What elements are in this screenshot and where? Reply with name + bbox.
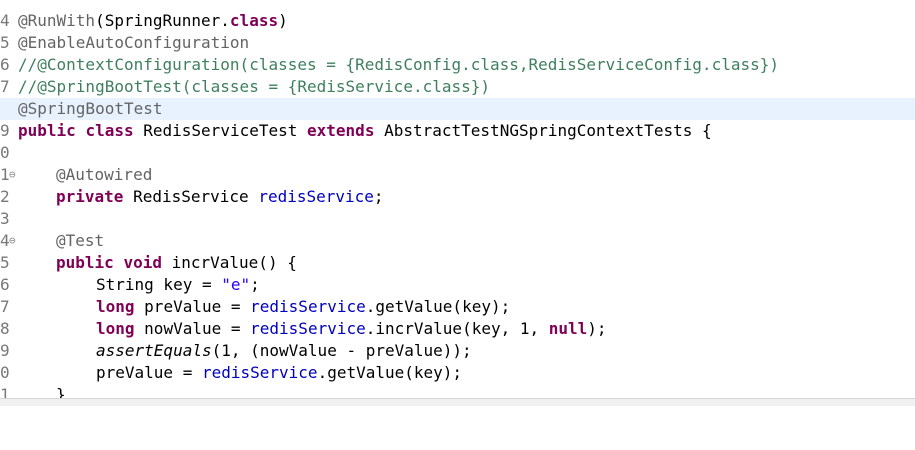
code-line[interactable]: 2 ⊖ @Autowired bbox=[0, 164, 915, 206]
line-number: 7 bbox=[0, 297, 10, 316]
code-token: (1, (nowValue - preValue)); bbox=[211, 341, 472, 360]
code-line[interactable]: 4 bbox=[0, 208, 915, 250]
static-method-token: assertEquals bbox=[96, 341, 212, 360]
code-token: preValue = bbox=[96, 363, 202, 382]
string-token: "e" bbox=[221, 275, 251, 294]
code-line[interactable]: 1 preValue = redisService.getValue(key); bbox=[0, 362, 915, 404]
code-line[interactable]: 6 @EnableAutoConfiguration bbox=[0, 32, 915, 74]
code-token: nowValue = bbox=[144, 319, 251, 338]
line-number: 0 bbox=[0, 143, 10, 162]
keyword-token: long bbox=[96, 319, 135, 338]
code-line[interactable]: 5 @RunWith(SpringRunner.class) bbox=[0, 10, 915, 52]
code-text: public void incrValue() { bbox=[56, 252, 297, 274]
code-line[interactable]: 9 long nowValue = redisService.incrValue… bbox=[0, 318, 915, 360]
line-number: 4 bbox=[0, 11, 10, 30]
code-line[interactable]: 3 private RedisService redisService; bbox=[0, 186, 915, 228]
keyword-token: private bbox=[56, 187, 124, 206]
method-token: incrValue() { bbox=[171, 253, 297, 272]
code-text: assertEquals(1, (nowValue - preValue)); bbox=[96, 340, 472, 362]
horizontal-scrollbar[interactable] bbox=[0, 398, 915, 406]
code-token: preValue = bbox=[144, 297, 251, 316]
code-text: public class RedisServiceTest extends Ab… bbox=[18, 120, 712, 142]
field-token: redisService bbox=[201, 363, 318, 382]
annotation-token: @RunWith bbox=[18, 11, 96, 30]
code-text: private RedisService redisService; bbox=[56, 186, 384, 208]
code-line[interactable]: 8 //@SpringBootTest(classes = {RedisServ… bbox=[0, 76, 915, 118]
code-line[interactable]: 0 public class RedisServiceTest extends … bbox=[0, 120, 915, 162]
type-token: RedisService bbox=[133, 187, 249, 206]
line-number: 5 bbox=[0, 33, 10, 52]
code-line[interactable]: 7 String key = "e"; bbox=[0, 274, 915, 316]
annotation-token: @Test bbox=[56, 231, 105, 250]
line-number: 9 bbox=[0, 121, 10, 140]
line-number: 0 bbox=[0, 363, 10, 382]
field-token: redisService bbox=[250, 297, 366, 316]
code-token: String key = bbox=[96, 275, 222, 294]
line-number: 8 bbox=[0, 319, 10, 338]
code-line[interactable]: 8 long preValue = redisService.getValue(… bbox=[0, 296, 915, 338]
line-number: 5 bbox=[0, 253, 10, 272]
keyword-token: void bbox=[123, 253, 162, 272]
code-text: long nowValue = redisService.incrValue(k… bbox=[96, 318, 607, 340]
annotation-token: @SpringBootTest bbox=[18, 99, 163, 118]
code-token: ; bbox=[373, 187, 384, 206]
code-token: ) bbox=[278, 11, 288, 30]
code-line[interactable]: 5 ⊖ @Test bbox=[0, 230, 915, 272]
line-number: 6 bbox=[0, 275, 10, 294]
keyword-token: long bbox=[96, 297, 135, 316]
line-number: 4 bbox=[0, 231, 10, 250]
keyword-token: class bbox=[85, 121, 134, 140]
code-text: @Autowired bbox=[56, 164, 152, 186]
code-text: preValue = redisService.getValue(key); bbox=[96, 362, 462, 384]
keyword-token: public bbox=[18, 121, 76, 140]
code-token: (SpringRunner. bbox=[95, 11, 230, 30]
fold-collapse-icon[interactable]: ⊖ bbox=[9, 234, 16, 247]
keyword-token: public bbox=[56, 253, 114, 272]
comment-token: //@ContextConfiguration(classes = {Redis… bbox=[18, 55, 779, 74]
line-number: 9 bbox=[0, 341, 10, 360]
line-number: 6 bbox=[0, 55, 10, 74]
code-text: @RunWith(SpringRunner.class) bbox=[18, 10, 288, 32]
code-token: .getValue(key); bbox=[317, 363, 463, 382]
line-number: 7 bbox=[0, 77, 10, 96]
code-line[interactable]: } bbox=[0, 384, 915, 406]
code-line[interactable]: 0 assertEquals(1, (nowValue - preValue))… bbox=[0, 340, 915, 382]
keyword-token: class bbox=[229, 11, 279, 30]
code-editor[interactable]: 4 5 @RunWith(SpringRunner.class) 6 @Enab… bbox=[0, 0, 915, 406]
line-number: 1 bbox=[0, 165, 10, 184]
class-name-token: RedisServiceTest bbox=[143, 121, 298, 140]
annotation-token: @Autowired bbox=[56, 165, 153, 184]
fold-collapse-icon[interactable]: ⊖ bbox=[9, 168, 16, 181]
code-text: String key = "e"; bbox=[96, 274, 260, 296]
line-number: 3 bbox=[0, 209, 10, 228]
code-line[interactable]: 1 bbox=[0, 142, 915, 184]
annotation-token: @EnableAutoConfiguration bbox=[18, 33, 250, 52]
code-token: ; bbox=[250, 275, 260, 294]
comment-token: //@SpringBootTest(classes = {RedisServic… bbox=[18, 77, 491, 96]
code-text: long preValue = redisService.getValue(ke… bbox=[96, 296, 510, 318]
code-token: .getValue(key); bbox=[365, 297, 511, 316]
keyword-token: extends bbox=[307, 121, 375, 140]
code-token: ); bbox=[587, 319, 607, 338]
field-token: redisService bbox=[258, 187, 374, 206]
current-code-line[interactable]: 9 @SpringBootTest bbox=[0, 98, 915, 140]
code-token: .incrValue(key, 1, bbox=[365, 319, 549, 338]
line-number: 2 bbox=[0, 187, 10, 206]
code-text: @Test bbox=[56, 230, 104, 252]
code-line[interactable]: 7 //@ContextConfiguration(classes = {Red… bbox=[0, 54, 915, 96]
code-line[interactable]: 6 public void incrValue() { bbox=[0, 252, 915, 294]
code-token: } bbox=[56, 385, 66, 404]
keyword-token: null bbox=[548, 319, 588, 338]
line-number: 1 bbox=[0, 385, 10, 404]
field-token: redisService bbox=[250, 319, 366, 338]
code-line[interactable]: 4 bbox=[0, 0, 915, 30]
code-token: AbstractTestNGSpringContextTests { bbox=[384, 121, 712, 140]
